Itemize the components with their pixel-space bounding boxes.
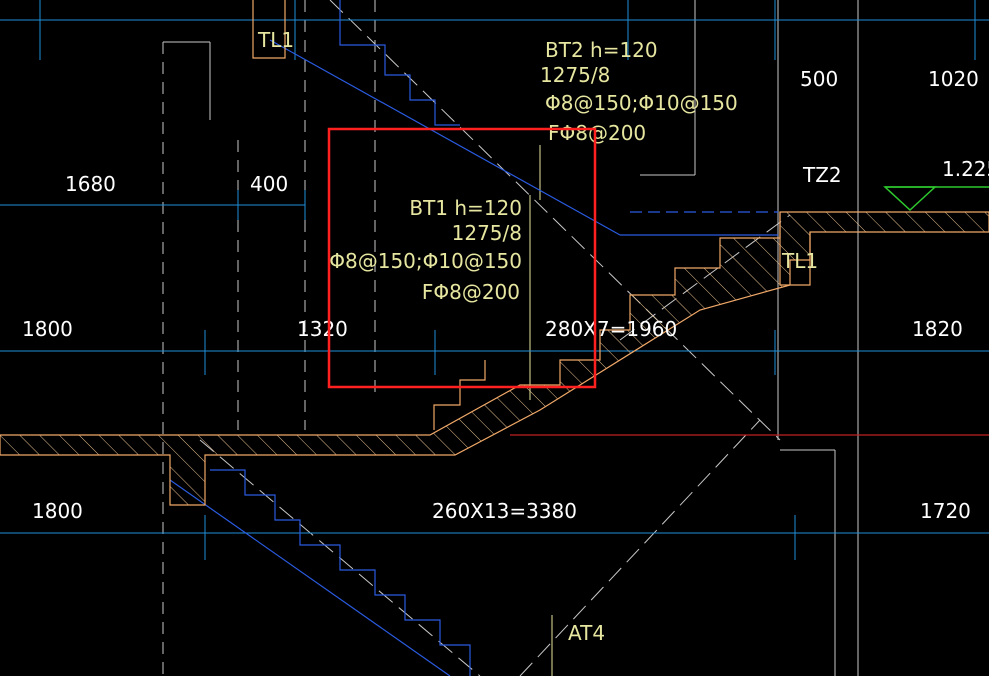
dimension-lines <box>0 0 989 560</box>
label-at4: AT4 <box>568 621 605 645</box>
dim-500: 500 <box>800 67 838 91</box>
dim-1800-low: 1800 <box>32 499 83 523</box>
bt2-annotation: BT2 h=120 1275/8 Φ8@150;Φ10@150 FΦ8@200 <box>540 38 738 145</box>
member-labels: TL1 TL1 TZ2 AT4 <box>257 28 842 676</box>
dim-260x13: 260X13=3380 <box>432 499 577 523</box>
bt1-line4: FΦ8@200 <box>422 280 520 304</box>
label-tl1-right: TL1 <box>781 249 818 273</box>
label-tl1-top: TL1 <box>257 28 294 52</box>
dim-1320: 1320 <box>297 317 348 341</box>
dimension-texts: 1680 400 500 1020 1800 1320 280X7=1960 1… <box>22 67 979 523</box>
dim-400: 400 <box>250 172 288 196</box>
dim-1680: 1680 <box>65 172 116 196</box>
dim-1020: 1020 <box>928 67 979 91</box>
bt2-line3: Φ8@150;Φ10@150 <box>545 91 738 115</box>
dim-1820: 1820 <box>912 317 963 341</box>
level-marker <box>883 186 989 212</box>
dim-1720: 1720 <box>920 499 971 523</box>
bt1-line3: Φ8@150;Φ10@150 <box>329 249 522 273</box>
bt2-line2: 1275/8 <box>540 63 610 87</box>
dim-1800-mid: 1800 <box>22 317 73 341</box>
bt1-line2: 1275/8 <box>452 221 522 245</box>
slab-sections <box>0 0 989 506</box>
dim-280x7: 280X7=1960 <box>545 317 677 341</box>
bt1-annotation: BT1 h=120 1275/8 Φ8@150;Φ10@150 FΦ8@200 <box>329 196 522 304</box>
bt2-line1: BT2 h=120 <box>545 38 658 62</box>
label-tz2: TZ2 <box>802 163 842 187</box>
bt2-line4: FΦ8@200 <box>548 121 646 145</box>
bt1-line1: BT1 h=120 <box>409 196 522 220</box>
highlight-box[interactable] <box>327 127 597 389</box>
stair-profiles <box>169 0 778 676</box>
construction-lines <box>162 0 859 676</box>
level-value: 1.225 <box>942 157 989 181</box>
